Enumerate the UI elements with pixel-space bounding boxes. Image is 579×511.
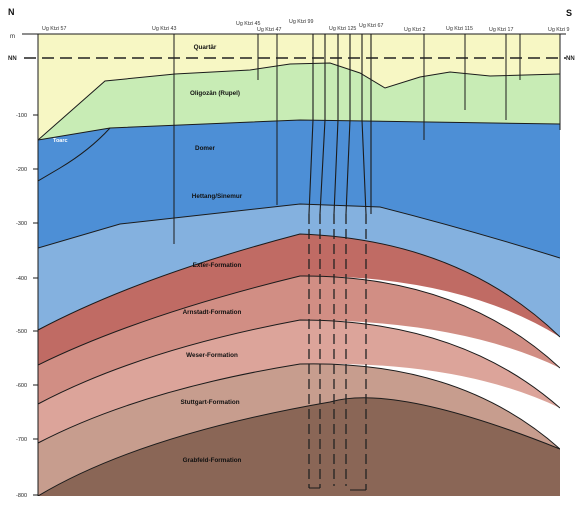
quartaer-layer bbox=[38, 34, 560, 140]
nn-label-right: NN bbox=[566, 56, 575, 62]
borehole-label: Ug Ktzi 125 bbox=[329, 26, 356, 32]
depth-tick-label: -600 bbox=[16, 383, 27, 389]
borehole-label: Ug Ktzi 45 bbox=[236, 21, 260, 27]
weser-layer bbox=[38, 320, 560, 443]
unit-label-oligozaen: Oligozän (Rupel) bbox=[190, 90, 240, 97]
meters-label: m bbox=[10, 34, 15, 40]
borehole-label: Ug Ktzi 43 bbox=[152, 26, 176, 32]
nn-label-left: NN bbox=[8, 56, 17, 62]
borehole-label: Ug Ktzi 9 bbox=[548, 27, 570, 33]
unit-label-stuttgart: Stuttgart-Formation bbox=[180, 399, 239, 406]
central-wells bbox=[308, 34, 372, 491]
unit-label-quartaer: Quartär bbox=[194, 44, 217, 51]
unit-label-hettang: Hettang/Sinemur bbox=[192, 193, 243, 200]
depth-tick-label: -800 bbox=[16, 493, 27, 499]
borehole-label: Ug Ktzi 99 bbox=[289, 19, 313, 25]
borehole-lines bbox=[173, 34, 521, 244]
layer-boundaries bbox=[38, 62, 560, 496]
unit-label-arnstadt: Arnstadt-Formation bbox=[183, 309, 242, 316]
depth-tick-label: -700 bbox=[16, 437, 27, 443]
unit-label-toarc: Toarc bbox=[53, 138, 68, 144]
borehole-label: Ug Ktzi 2 bbox=[404, 27, 426, 33]
borehole-label: Ug Ktzi 115 bbox=[446, 26, 473, 32]
unit-label-grabfeld: Grabfeld-Formation bbox=[183, 457, 242, 464]
stuttgart-layer bbox=[38, 363, 560, 496]
borehole-label: Ug Ktzi 57 bbox=[42, 26, 66, 32]
depth-tick-label: -300 bbox=[16, 221, 27, 227]
direction-north: N bbox=[8, 7, 15, 17]
exter-layer bbox=[38, 234, 560, 365]
oligozaen-layer bbox=[38, 63, 560, 140]
unit-labels: Quartär Oligozän (Rupel) Domer Hettang/S… bbox=[180, 44, 242, 464]
borehole-label: Ug Ktzi 47 bbox=[257, 27, 281, 33]
layer-fills bbox=[38, 34, 560, 496]
depth-tick-label: -500 bbox=[16, 329, 27, 335]
depth-tick-label: -100 bbox=[16, 113, 27, 119]
depth-axis-labels: -100 -200 -300 -400 -500 -600 -700 -800 bbox=[16, 113, 27, 499]
unit-label-domer: Domer bbox=[195, 145, 215, 152]
depth-tick-label: -200 bbox=[16, 167, 27, 173]
axis bbox=[22, 33, 566, 496]
unit-label-exter: Exter-Formation bbox=[193, 262, 242, 269]
unit-label-weser: Weser-Formation bbox=[186, 352, 238, 359]
domer-layer bbox=[38, 120, 560, 258]
arnstadt-layer bbox=[38, 275, 560, 404]
borehole-label: Ug Ktzi 67 bbox=[359, 23, 383, 29]
depth-tick-label: -400 bbox=[16, 276, 27, 282]
grabfeld-layer bbox=[38, 397, 560, 496]
direction-south: S bbox=[566, 8, 572, 18]
borehole-label: Ug Ktzi 17 bbox=[489, 27, 513, 33]
hettang-sinemur-layer bbox=[38, 204, 560, 337]
borehole-labels: Ug Ktzi 57 Ug Ktzi 43 Ug Ktzi 45 Ug Ktzi… bbox=[42, 19, 570, 33]
